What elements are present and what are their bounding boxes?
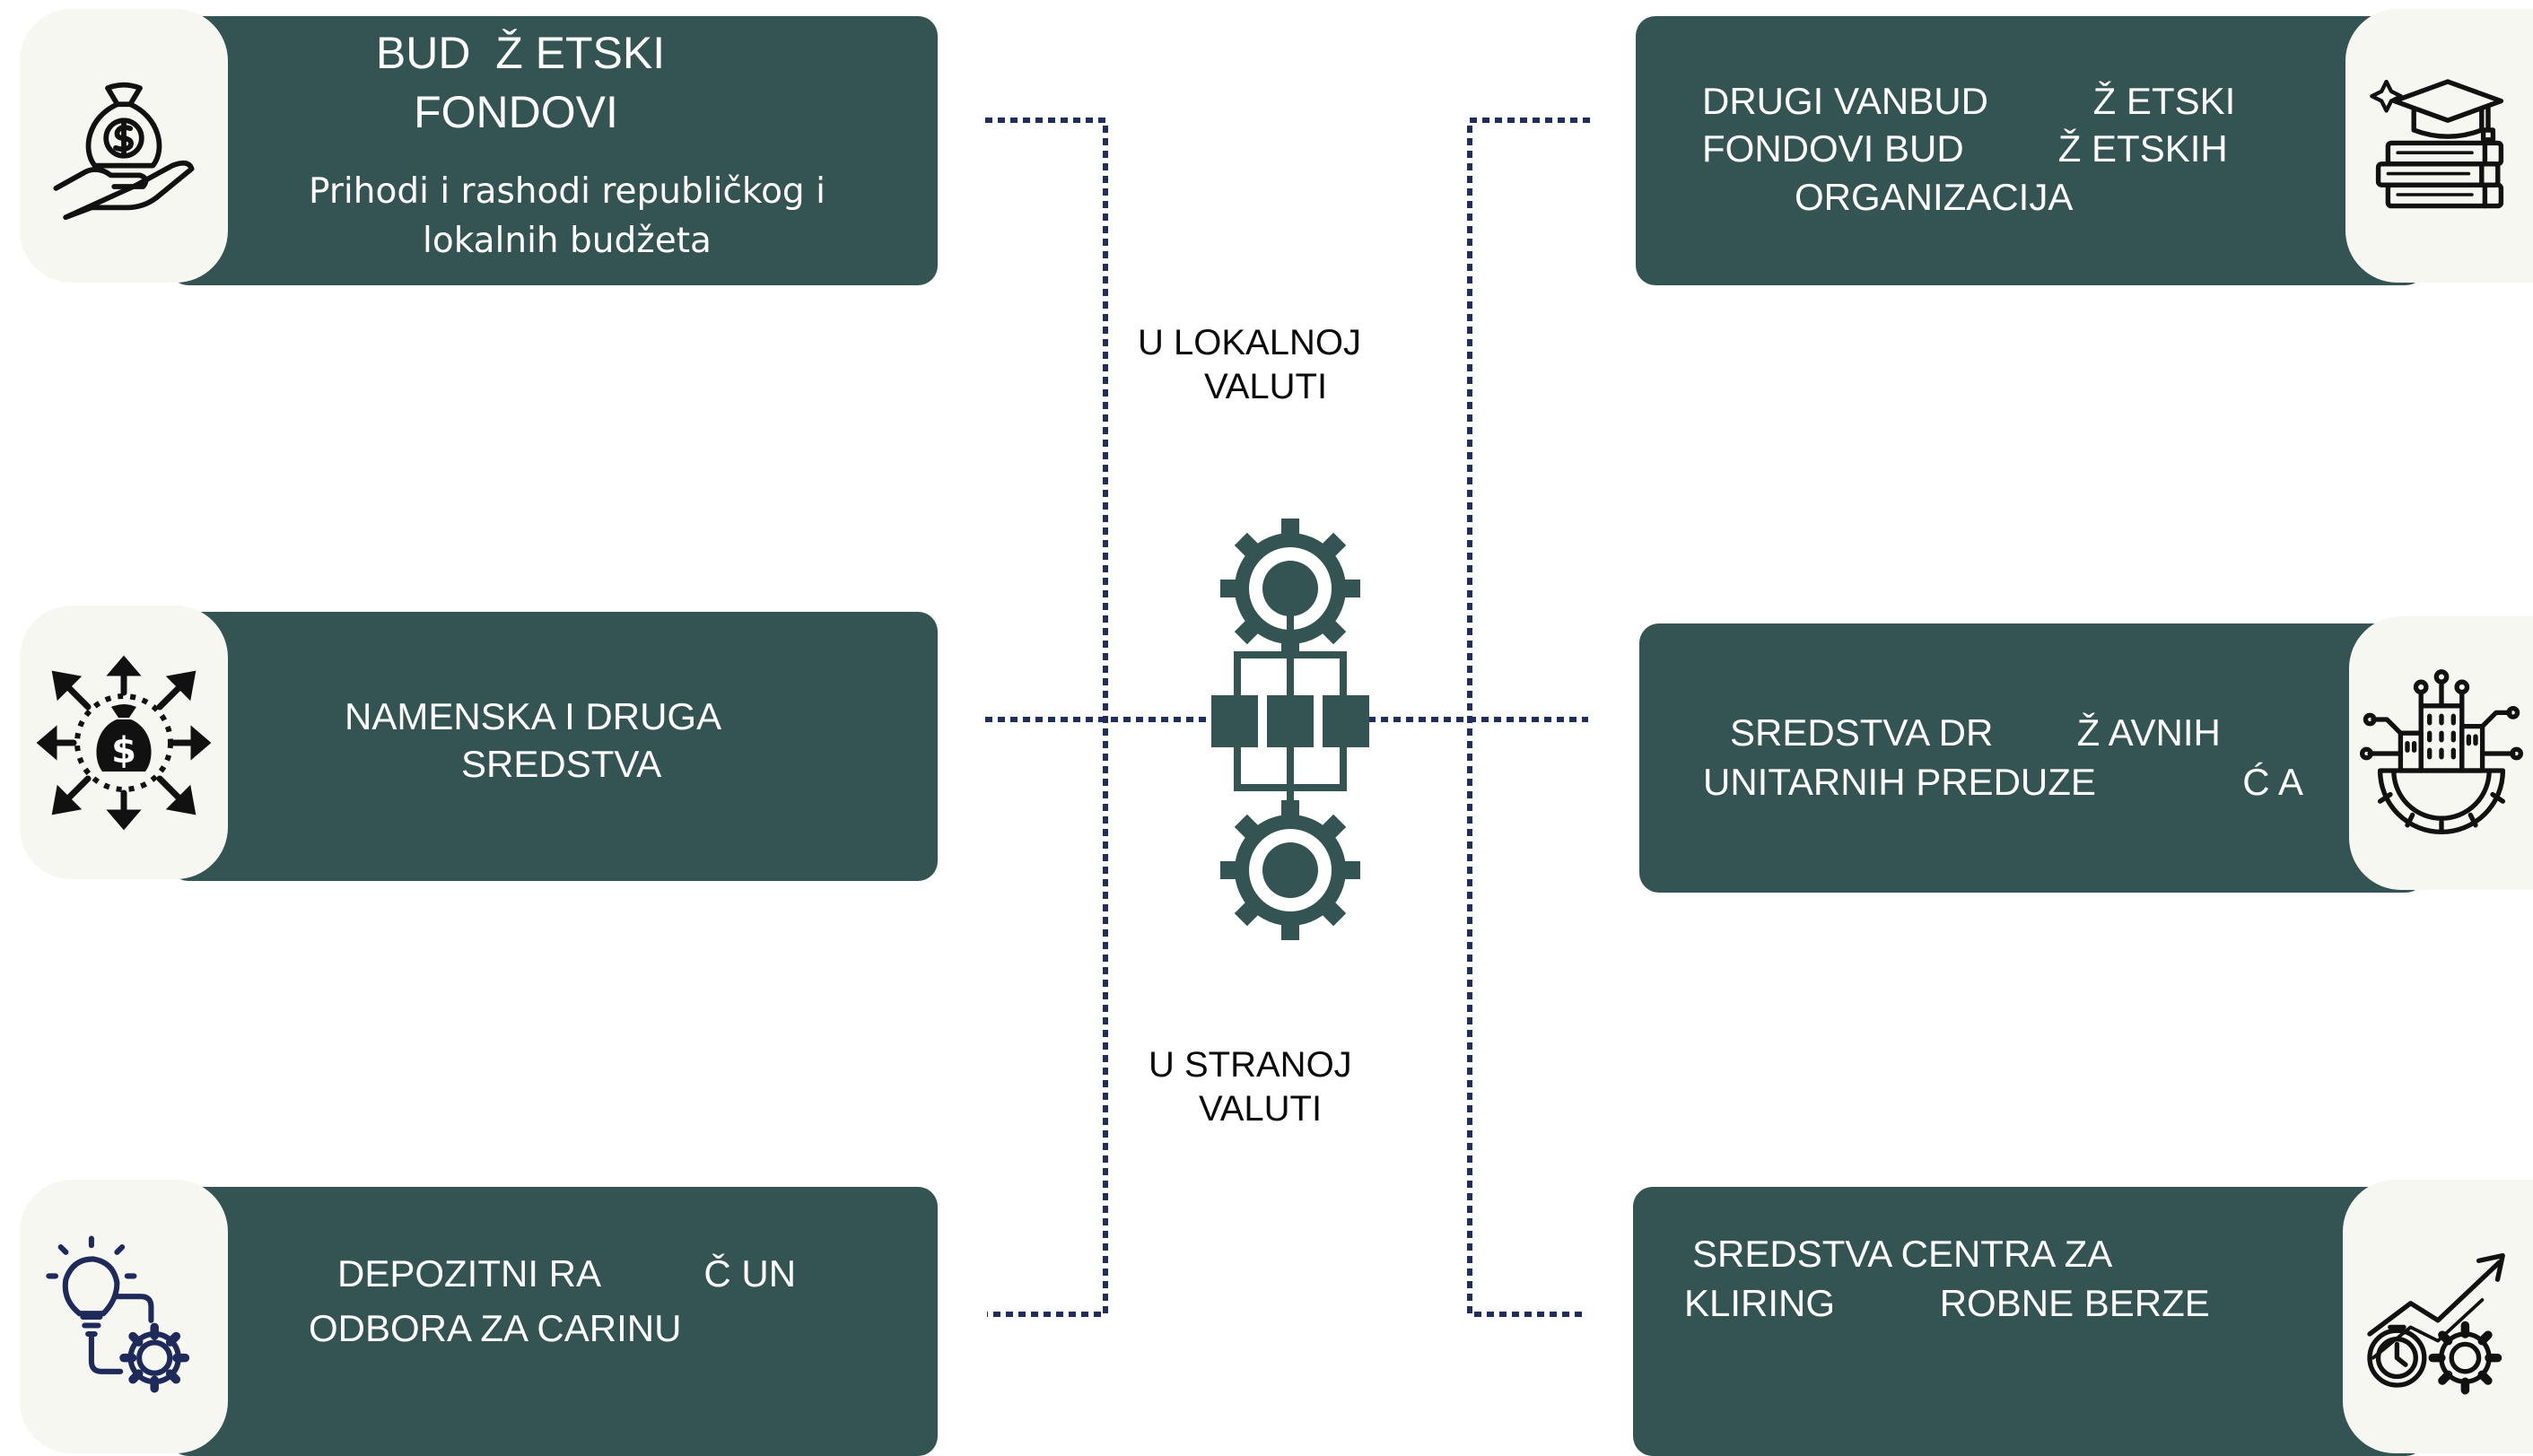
gears-flowchart-icon [1211,519,1369,940]
earmarked-funds-line-2: SREDSTVA [461,743,662,786]
lightbulb-gear-icon [46,1235,190,1393]
growth-chart-gears-icon [2367,1252,2505,1394]
state-enterprises-text: SREDSTVA DR Ž AVNIH UNITARNIH PREDUZE Ć … [1703,709,2349,806]
right-bracket-connector [1467,118,1590,1317]
clearing-center-text: SREDSTVA CENTRA ZA KLIRING ROBNE BERZE [1684,1230,2330,1328]
money-bag-in-hand-icon [53,82,195,220]
customs-deposit-text: DEPOZITNI RA Č UN ODBORA ZA CARINU [309,1250,919,1353]
extrabudgetary-funds-line-3: ORGANIZACIJA [1795,175,2074,218]
extrabudgetary-funds-line-2: FONDOVI BUD Ž ETSKIH [1702,127,2228,170]
budget-funds-icon-tile [20,9,228,283]
bottom-gear-icon [1220,800,1360,940]
customs-deposit-card [169,1187,938,1456]
extrabudgetary-funds-text: DRUGI VANBUD Ž ETSKI FONDOVI BUD Ž ETSKI… [1702,77,2330,221]
budget-funds-title-line-1: BUD Ž ETSKI [375,28,666,78]
local-currency-label: U LOKALNOJ VALUTI [1138,321,1407,409]
extrabudgetary-funds-line-1: DRUGI VANBUD Ž ETSKI [1702,80,2236,122]
extrabudgetary-funds-icon-tile [2345,9,2533,283]
clearing-center-card [1633,1187,2425,1456]
foreign-currency-line-1: U STRANOJ [1149,1045,1352,1085]
state-enterprises-icon-tile [2349,616,2533,890]
money-bag-arrows-icon: $ [36,655,212,830]
earmarked-funds-icon-tile: $ [20,606,228,879]
top-gear-icon [1220,519,1360,658]
building-gear-icon [2359,668,2523,834]
state-enterprises-line-1: SREDSTVA DR Ž AVNIH [1730,711,2221,754]
budget-funds-title-line-2: FONDOVI [414,86,618,137]
customs-deposit-line-2: ODBORA ZA CARINU [309,1307,682,1350]
state-enterprises-line-2: UNITARNIH PREDUZE Ć A [1703,761,2303,804]
budget-funds-subtitle: Prihodi i rashodi republičkog i lokalnih… [235,167,899,266]
state-enterprises-card [1639,623,2425,893]
budget-funds-subtitle-line-1: Prihodi i rashodi republičkog i [309,171,825,212]
local-currency-line-2: VALUTI [1204,366,1328,406]
customs-deposit-line-1: DEPOZITNI RA Č UN [337,1252,797,1295]
budget-funds-card [169,16,938,285]
budget-funds-title: BUD Ž ETSKI FONDOVI [233,25,808,141]
budget-funds-subtitle-line-2: lokalnih budžeta [423,221,712,262]
earmarked-funds-card [169,612,938,881]
earmarked-funds-text: NAMENSKA I DRUGA SREDSTVA [345,693,883,789]
customs-deposit-icon-tile [20,1180,228,1453]
foreign-currency-line-2: VALUTI [1199,1088,1323,1129]
clearing-center-icon-tile [2343,1180,2533,1453]
earmarked-funds-line-1: NAMENSKA I DRUGA [345,695,722,737]
local-currency-line-1: U LOKALNOJ [1138,323,1361,362]
foreign-currency-label: U STRANOJ VALUTI [1149,1043,1418,1131]
clearing-center-line-1: SREDSTVA CENTRA ZA [1692,1233,2113,1275]
extrabudgetary-funds-card [1636,16,2425,285]
clearing-center-line-2: KLIRING ROBNE BERZE [1684,1282,2210,1325]
svg-text:$: $ [111,730,136,772]
graduation-books-icon [2369,78,2503,208]
